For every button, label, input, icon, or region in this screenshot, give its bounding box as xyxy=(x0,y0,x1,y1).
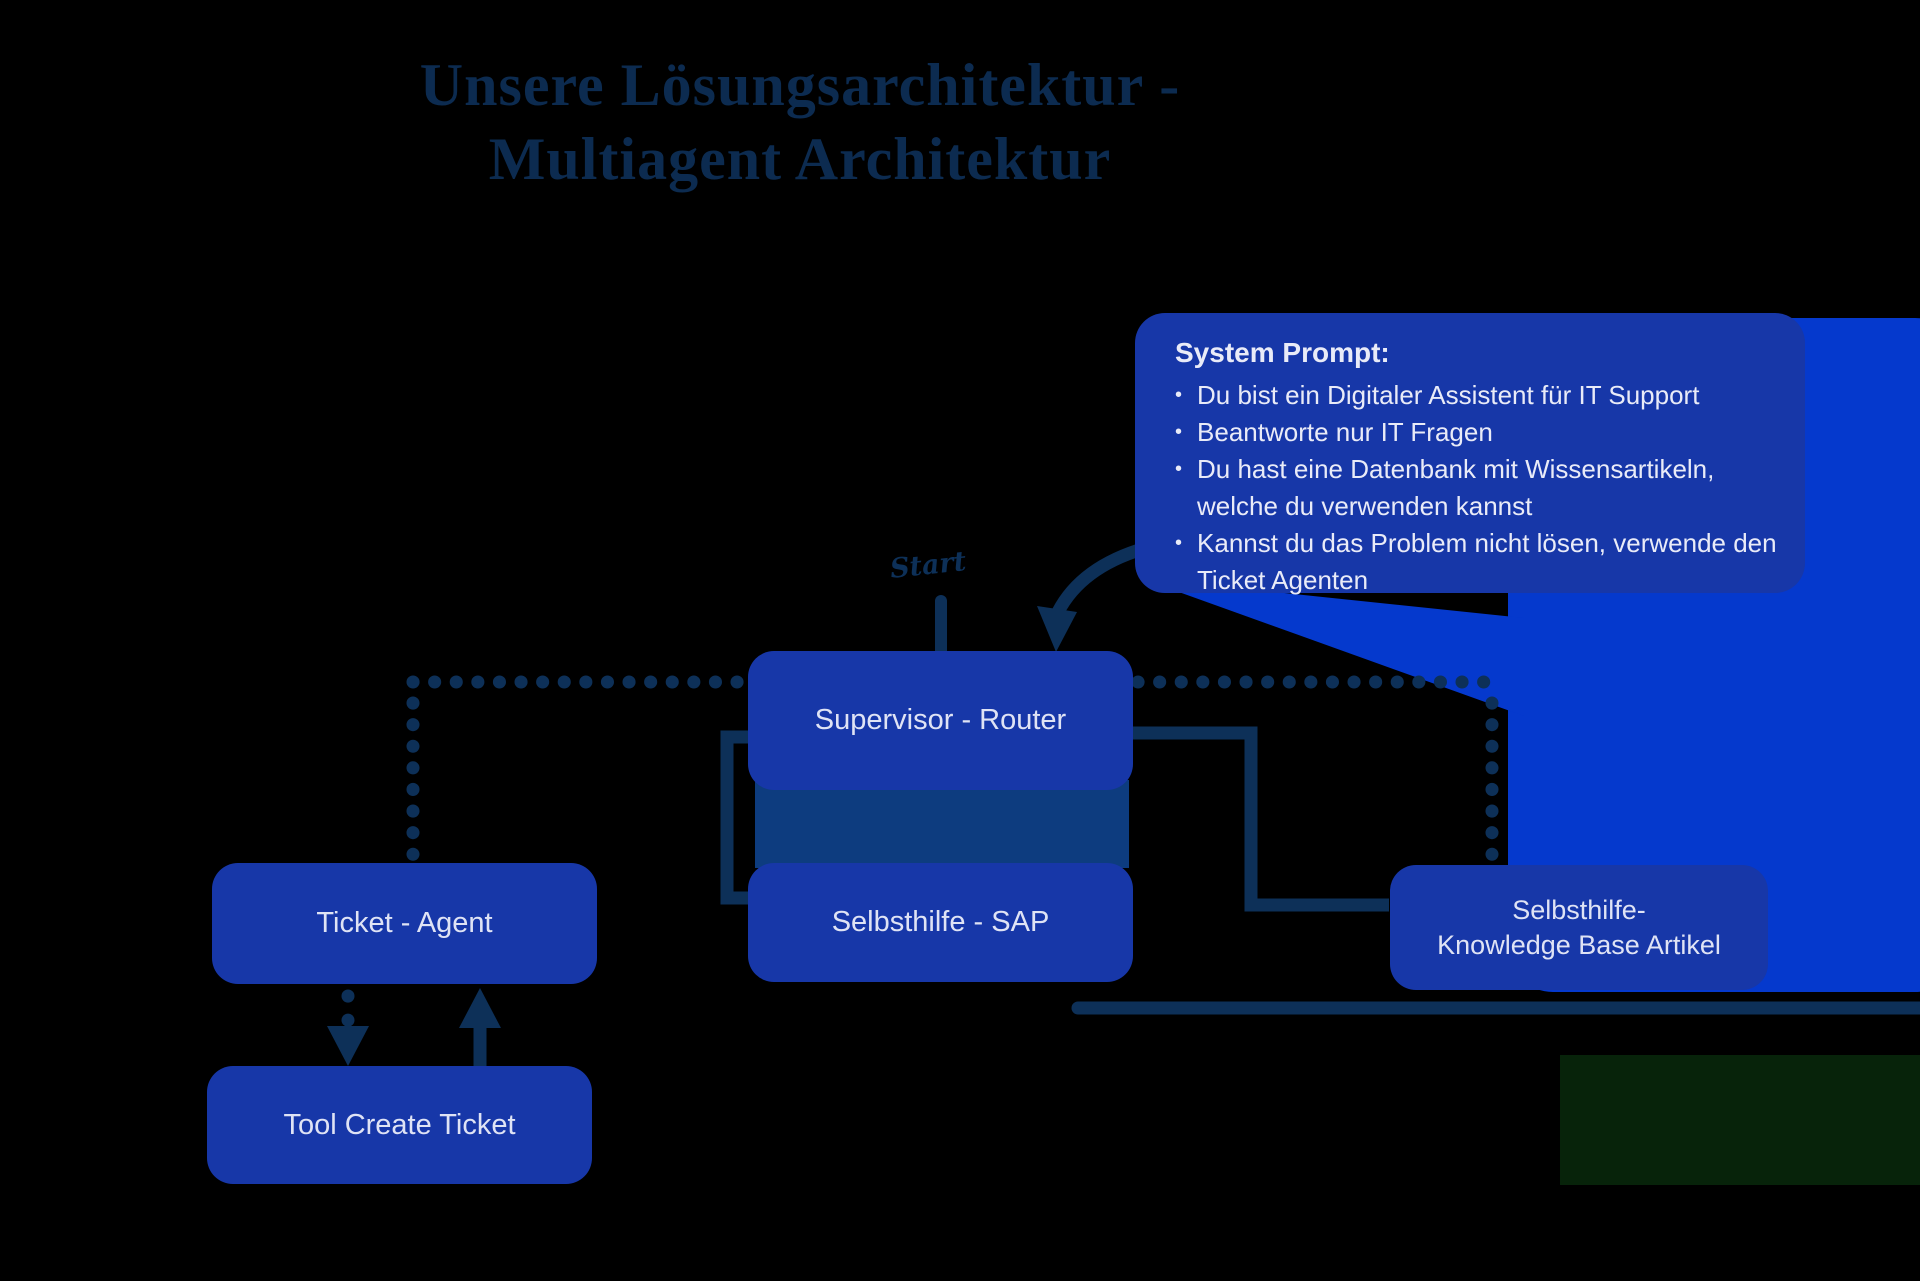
node-label: Supervisor - Router xyxy=(814,704,1067,736)
system-prompt-heading: System Prompt: xyxy=(1175,337,1390,368)
bullet-dot-icon: • xyxy=(1175,384,1183,406)
slide-title: Unsere Lösungsarchitektur - Multiagent A… xyxy=(300,48,1300,197)
system-prompt-bullet: • Du bist ein Digitaler Assistent für IT… xyxy=(1175,377,1783,414)
system-prompt-bullet: • Du hast eine Datenbank mit Wissensarti… xyxy=(1175,451,1783,525)
bullet-dot-icon: • xyxy=(1175,532,1183,554)
node-label-line1: Selbsthilfe- xyxy=(1512,894,1646,925)
node-label: Ticket - Agent xyxy=(316,907,493,939)
up-arrowhead-icon xyxy=(459,988,501,1028)
slide-title-line2: Multiagent Architektur xyxy=(488,126,1112,193)
system-prompt-bubble: System Prompt: • Du bist ein Digitaler A… xyxy=(1135,313,1805,595)
node-label: Selbsthilfe - SAP xyxy=(831,906,1050,938)
system-prompt-bullet: • Kannst du das Problem nicht lösen, ver… xyxy=(1175,525,1783,599)
node-tool-create-ticket: Tool Create Ticket xyxy=(207,1066,592,1184)
bracket-connector-supervisor-sap xyxy=(720,730,756,905)
slide-title-line1: Unsere Lösungsarchitektur - xyxy=(419,52,1181,118)
speech-bubble-tail xyxy=(1140,578,1524,716)
node-label-line2: Knowledge Base Artikel xyxy=(1437,929,1721,960)
elbow-connector-supervisor-kb xyxy=(1133,726,1389,912)
bullet-dot-icon: • xyxy=(1175,421,1183,443)
node-selbsthilfe-sap: Selbsthilfe - SAP xyxy=(748,863,1133,982)
down-arrowhead-icon xyxy=(327,1026,369,1066)
system-prompt-bullet: • Beantworte nur IT Fragen xyxy=(1175,414,1783,451)
background-vignette xyxy=(1560,1055,1920,1185)
node-label: Tool Create Ticket xyxy=(283,1108,516,1141)
node-ticket-agent: Ticket - Agent xyxy=(212,863,597,984)
node-knowledge-base: Selbsthilfe- Knowledge Base Artikel xyxy=(1390,865,1768,990)
supervisor-sap-band xyxy=(755,780,1129,868)
prompt-arrowhead-icon xyxy=(1037,606,1077,652)
node-supervisor-router: Supervisor - Router xyxy=(748,651,1133,790)
bullet-dot-icon: • xyxy=(1175,458,1183,480)
